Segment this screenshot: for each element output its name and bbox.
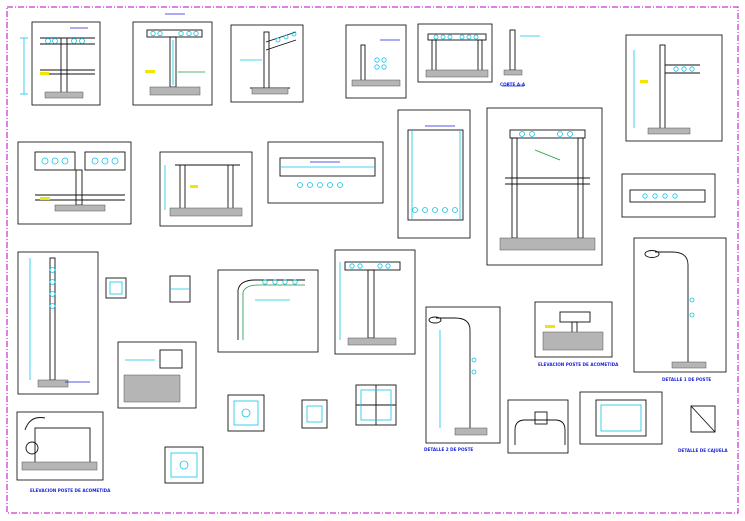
detail-panel-20 bbox=[534, 301, 613, 358]
detail-panel-26 bbox=[164, 446, 204, 484]
detail-panel-11 bbox=[397, 109, 471, 239]
detail-panel-15 bbox=[105, 275, 191, 303]
sheet-border bbox=[6, 6, 739, 514]
detail-panel-27 bbox=[507, 399, 569, 454]
caption-bottom-left: ELEVACION POSTE DE ACOMETIDA bbox=[30, 488, 111, 493]
detail-panel-19 bbox=[425, 306, 501, 444]
detail-panel-5 bbox=[417, 23, 493, 83]
detail-panel-16 bbox=[217, 269, 319, 353]
detail-panel-24 bbox=[301, 399, 328, 429]
caption-lamp-post: DETALLE 2 DE POSTE bbox=[424, 447, 473, 452]
detail-panel-10 bbox=[267, 141, 384, 204]
detail-panel-6 bbox=[502, 29, 540, 87]
caption-top-row: CORTE A-A bbox=[500, 82, 526, 87]
detail-panel-29 bbox=[690, 405, 716, 433]
detail-panel-14 bbox=[17, 251, 99, 395]
caption-far-right: DETALLE DE CAJUELA bbox=[678, 448, 728, 453]
detail-panel-8 bbox=[17, 141, 132, 225]
detail-panel-12 bbox=[486, 107, 603, 266]
detail-panel-21 bbox=[633, 237, 727, 373]
detail-panel-18 bbox=[117, 341, 197, 409]
detail-panel-17 bbox=[334, 249, 416, 355]
detail-panel-2 bbox=[132, 13, 213, 106]
detail-panel-13 bbox=[621, 173, 716, 218]
detail-panel-28 bbox=[579, 391, 663, 445]
detail-panel-9 bbox=[159, 151, 253, 227]
detail-panel-1 bbox=[20, 21, 101, 106]
detail-panel-25 bbox=[355, 384, 397, 426]
detail-panel-23 bbox=[227, 394, 265, 432]
detail-panel-22 bbox=[16, 411, 104, 481]
caption-middle-right: ELEVACION POSTE DE ACOMETIDA bbox=[538, 362, 619, 367]
detail-panel-7 bbox=[625, 34, 723, 142]
detail-panel-4 bbox=[345, 24, 407, 99]
detail-panel-3 bbox=[230, 24, 304, 103]
caption-right-pole: DETALLE 1 DE POSTE bbox=[662, 377, 711, 382]
